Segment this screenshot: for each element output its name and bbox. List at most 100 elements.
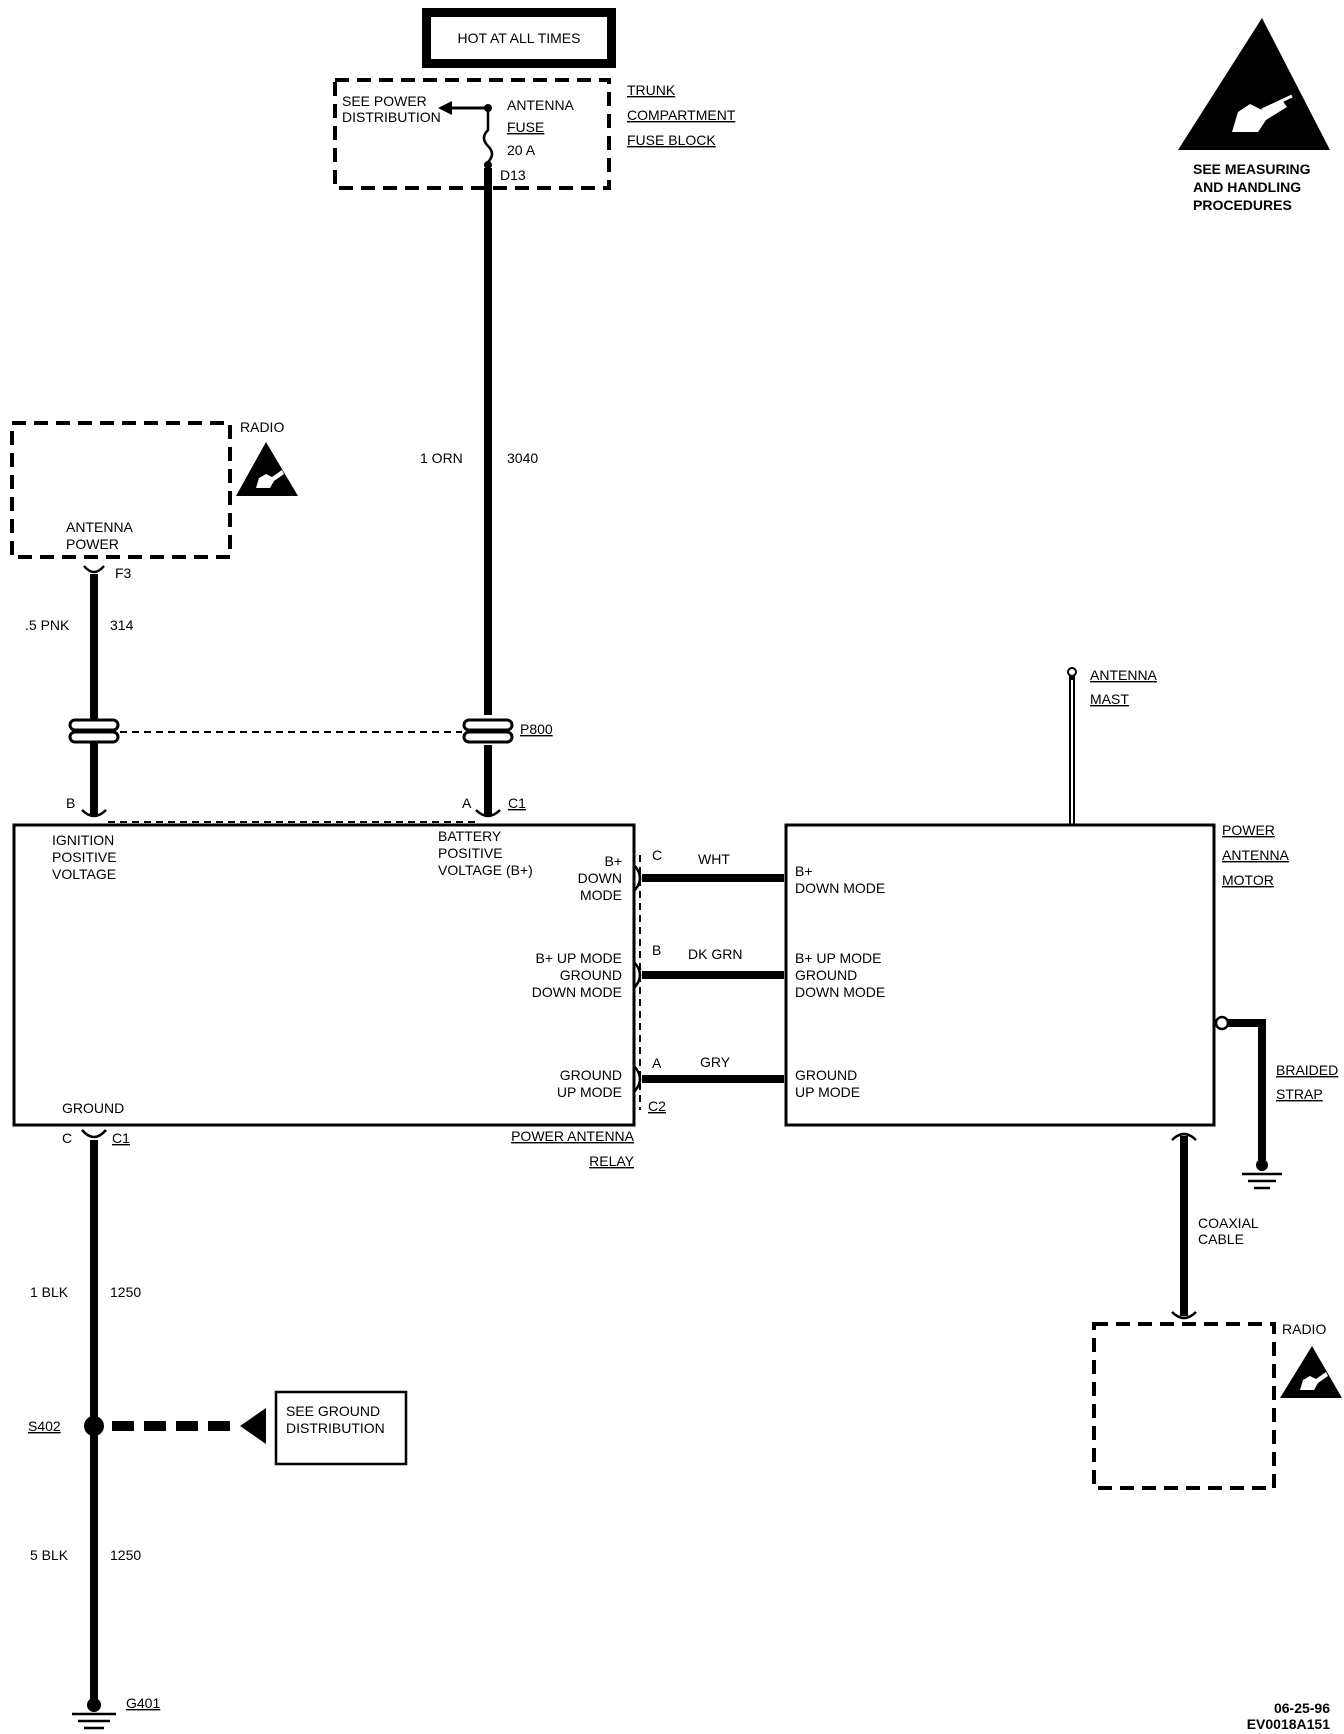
fuse-block-outline <box>333 78 611 190</box>
blk5-size-color: 5 BLK <box>30 1547 69 1563</box>
gry-label: GRY <box>700 1054 731 1070</box>
radio-top-name: RADIO <box>240 419 284 435</box>
ground-symbol-strap <box>1242 1159 1282 1190</box>
c2-pin-b-terminal <box>633 961 642 989</box>
relay-name-1: POWER ANTENNA <box>511 1128 635 1144</box>
strap-label-2: STRAP <box>1276 1086 1323 1102</box>
see-ground-2: DISTRIBUTION <box>286 1420 385 1436</box>
trunk-label-1: TRUNK <box>627 82 676 98</box>
radio-top: RADIO ANTENNA POWER F3 <box>10 419 298 581</box>
relay-pin-a: A <box>462 795 472 811</box>
relay-name-2: RELAY <box>589 1153 635 1169</box>
c2-pin-c: C <box>652 847 662 863</box>
orn-size-color: 1 ORN <box>420 450 463 466</box>
c2-pin-a: A <box>652 1055 662 1071</box>
relay-bdown-2: DOWN <box>578 870 622 886</box>
relay-pin-b: B <box>66 795 75 811</box>
coax-top-terminal <box>1171 1132 1197 1141</box>
blk1-circuit: 1250 <box>110 1284 141 1300</box>
motor-gup-2: UP MODE <box>795 1084 860 1100</box>
motor-bup-2: GROUND <box>795 967 857 983</box>
relay-gup-2: UP MODE <box>557 1084 622 1100</box>
relay-box <box>12 823 636 1127</box>
antenna-mast-tip <box>1067 667 1077 677</box>
coax-label-2: CABLE <box>1198 1231 1244 1247</box>
hot-at-all-times-box: HOT AT ALL TIMES <box>422 8 616 68</box>
ground-symbol-g401 <box>72 1698 116 1730</box>
esd-icon-radio-bottom <box>1280 1346 1342 1398</box>
pnk-circuit: 314 <box>110 617 134 633</box>
blk1-size-color: 1 BLK <box>30 1284 69 1300</box>
c2-pin-b: B <box>652 942 661 958</box>
see-ground-1: SEE GROUND <box>286 1403 380 1419</box>
relay-bup-1: B+ UP MODE <box>536 950 623 966</box>
mast-label-2: MAST <box>1090 691 1129 707</box>
coax-label-1: COAXIAL <box>1198 1215 1259 1231</box>
radio-bottom-outline <box>1092 1322 1276 1490</box>
coax-bottom-terminal <box>1171 1311 1197 1320</box>
mast-label-1: ANTENNA <box>1090 667 1158 683</box>
relay-gup-1: GROUND <box>560 1067 622 1083</box>
relay-ground: GROUND <box>62 1100 124 1116</box>
g401-label: G401 <box>126 1695 160 1711</box>
motor-bup-1: B+ UP MODE <box>795 950 882 966</box>
fuse-node-bottom <box>484 161 492 169</box>
fuse-line2: FUSE <box>507 119 544 135</box>
motor-name-1: POWER <box>1222 822 1275 838</box>
motor-gup-1: GROUND <box>795 1067 857 1083</box>
power-antenna-motor: B+ DOWN MODE B+ UP MODE GROUND DOWN MODE… <box>784 823 1216 1127</box>
motor-bdown-1: B+ <box>795 863 813 879</box>
fuse-line3: 20 A <box>507 142 536 158</box>
dkgrn-label: DK GRN <box>688 946 742 962</box>
antenna-power-2: POWER <box>66 536 119 552</box>
pin-f3: F3 <box>115 565 132 581</box>
motor-bup-3: DOWN MODE <box>795 984 885 1000</box>
antenna-power-1: ANTENNA <box>66 519 134 535</box>
terminal-d13: D13 <box>500 167 526 183</box>
s402-label: S402 <box>28 1418 61 1434</box>
ignition-2: POSITIVE <box>52 849 117 865</box>
hot-label: HOT AT ALL TIMES <box>458 30 581 46</box>
pnk-size-color: .5 PNK <box>25 617 70 633</box>
trunk-label-2: COMPARTMENT <box>627 107 736 123</box>
radio-top-outline <box>10 421 232 559</box>
relay-bdown-3: MODE <box>580 887 622 903</box>
motor-bdown-2: DOWN MODE <box>795 880 885 896</box>
p800-label: P800 <box>520 721 553 737</box>
ground-dist-arrow <box>240 1408 266 1444</box>
c1-top: C1 <box>508 795 526 811</box>
blk5-circuit: 1250 <box>110 1547 141 1563</box>
radio-bottom: RADIO <box>1092 1321 1342 1490</box>
pin-f3-terminal <box>83 565 105 574</box>
see-power-line1: SEE POWER <box>342 93 427 109</box>
relay-bdown-1: B+ <box>604 853 622 869</box>
braided-strap-wire <box>1228 1019 1266 1160</box>
connector-p800 <box>68 718 514 744</box>
c1-bottom: C1 <box>112 1130 130 1146</box>
relay-pin-b-terminal <box>81 809 107 818</box>
relay-bup-3: DOWN MODE <box>532 984 622 1000</box>
see-power-line2: DISTRIBUTION <box>342 109 441 125</box>
motor-box <box>784 823 1216 1127</box>
relay-pin-c-terminal <box>81 1129 107 1139</box>
esd-note-3: PROCEDURES <box>1193 197 1292 213</box>
fuse-block: SEE POWER DISTRIBUTION ANTENNA FUSE 20 A… <box>333 78 736 190</box>
strap-terminal <box>1214 1015 1230 1031</box>
c2-pin-a-terminal <box>633 1065 642 1093</box>
trunk-label-3: FUSE BLOCK <box>627 132 716 148</box>
esd-warning-icon <box>1178 18 1330 150</box>
footer-code: EV0018A151 <box>1247 1716 1331 1732</box>
ignition-1: IGNITION <box>52 832 114 848</box>
radio-bottom-name: RADIO <box>1282 1321 1326 1337</box>
esd-note-1: SEE MEASURING <box>1193 161 1311 177</box>
footer-date: 06-25-96 <box>1274 1700 1330 1716</box>
relay-bup-2: GROUND <box>560 967 622 983</box>
ignition-3: VOLTAGE <box>52 866 116 882</box>
orn-circuit: 3040 <box>507 450 538 466</box>
splice-s402 <box>84 1416 104 1436</box>
fuse-symbol <box>482 108 494 165</box>
power-antenna-relay: IGNITION POSITIVE VOLTAGE BATTERY POSITI… <box>12 823 636 1127</box>
see-ground-box <box>274 1390 408 1466</box>
esd-note-2: AND HANDLING <box>1193 179 1301 195</box>
fuse-line1: ANTENNA <box>507 97 575 113</box>
